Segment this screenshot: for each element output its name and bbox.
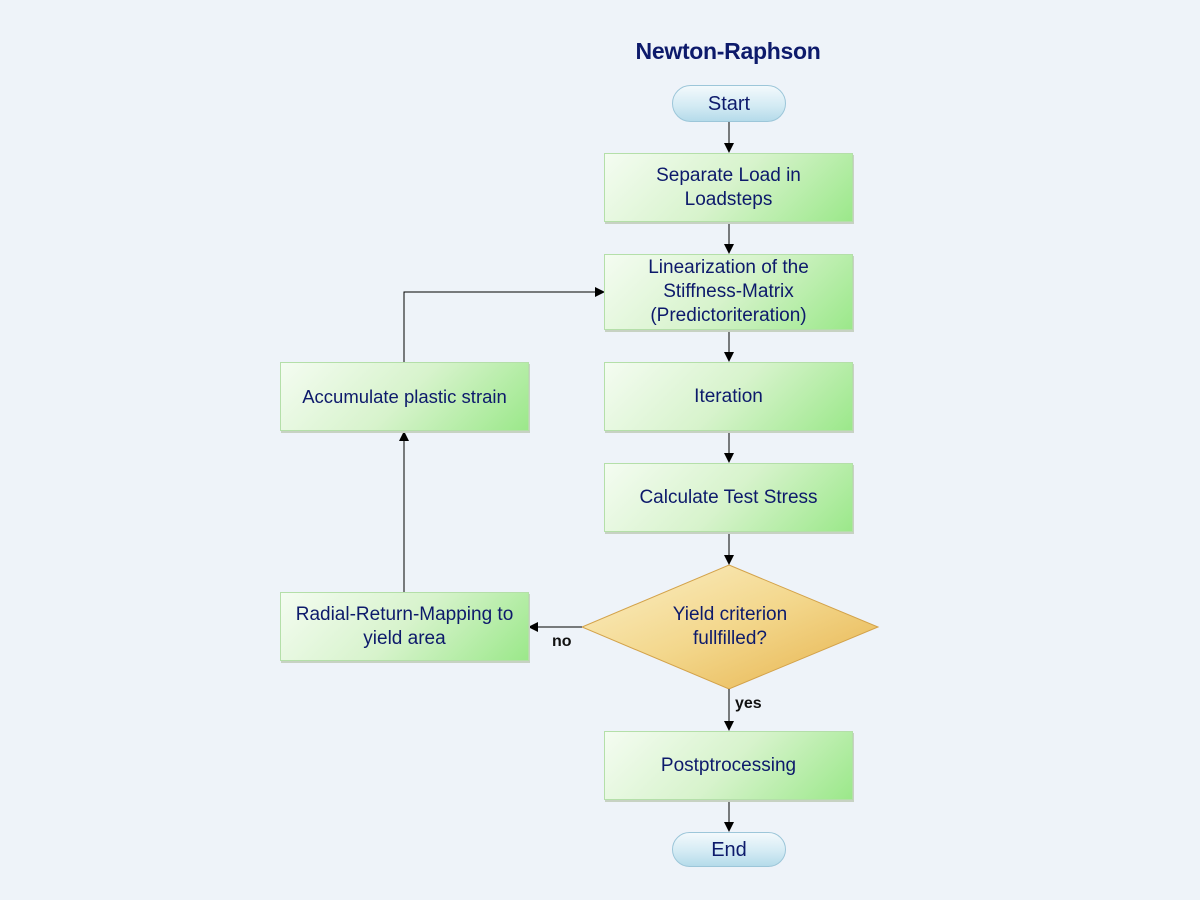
postprocessing-node: Postptrocessing [604, 731, 853, 800]
accumulate-strain-node: Accumulate plastic strain [280, 362, 529, 431]
iteration-node: Iteration [604, 362, 853, 431]
diagram-title: Newton-Raphson [635, 38, 821, 64]
decision-diamond [580, 564, 880, 690]
separate-load-node: Separate Load in Loadsteps [604, 153, 853, 222]
edge-accumulate-to-linearization [403, 287, 605, 362]
end-node: End [672, 832, 786, 867]
edge-label-yes: yes [735, 695, 762, 712]
start-node: Start [672, 85, 786, 122]
test-stress-node: Calculate Test Stress [604, 463, 853, 532]
radial-return-node: Radial-Return-Mapping to yield area [280, 592, 529, 661]
edge-label-no: no [552, 633, 572, 650]
linearization-node: Linearization of the Stiffness-Matrix (P… [604, 254, 853, 330]
